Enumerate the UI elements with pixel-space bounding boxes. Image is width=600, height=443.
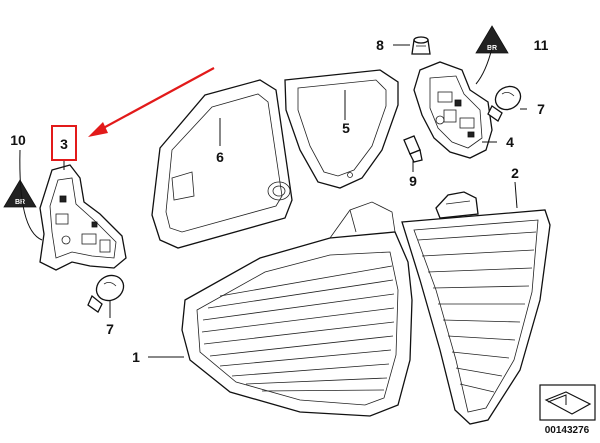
callout-5[interactable]: 5 <box>342 120 350 136</box>
part-7-bulb-right[interactable] <box>487 82 525 122</box>
part-5-gasket[interactable] <box>284 69 399 189</box>
callout-4[interactable]: 4 <box>506 134 514 150</box>
callout-10[interactable]: 10 <box>10 132 26 148</box>
leader-lines <box>19 44 527 358</box>
catalog-folder-icon <box>544 391 592 415</box>
part-1-tail-light[interactable] <box>181 201 413 417</box>
part-7-bulb-left[interactable] <box>87 271 128 313</box>
callout-3-highlight-box <box>51 125 77 161</box>
warning-triangle-icon: BR <box>3 179 37 208</box>
part-2-lens-ribs <box>417 231 537 393</box>
part-4-bulb-carrier[interactable] <box>413 61 493 159</box>
callout-3[interactable]: 3 <box>60 136 68 152</box>
document-number: 00143276 <box>545 425 590 436</box>
catalog-reference: 00143276 <box>539 384 596 436</box>
callout-8[interactable]: 8 <box>376 37 384 53</box>
highlight-arrow-icon <box>88 67 215 137</box>
part-2-tail-light[interactable] <box>401 191 551 425</box>
part-3-bulb-carrier[interactable] <box>39 164 127 271</box>
callout-1[interactable]: 1 <box>132 349 140 365</box>
badge-left-text: BR <box>15 199 25 206</box>
callout-9[interactable]: 9 <box>409 173 417 189</box>
callout-2[interactable]: 2 <box>511 165 519 181</box>
callout-7-right[interactable]: 7 <box>537 101 545 117</box>
part-1-lens-ribs <box>201 265 395 392</box>
callout-7-left[interactable]: 7 <box>106 321 114 337</box>
part-8-grommet[interactable] <box>411 36 431 55</box>
callout-11[interactable]: 11 <box>534 37 549 53</box>
part-6-gasket[interactable] <box>151 79 293 249</box>
callout-6[interactable]: 6 <box>216 149 224 165</box>
part-9-small-bulb[interactable] <box>403 135 423 163</box>
